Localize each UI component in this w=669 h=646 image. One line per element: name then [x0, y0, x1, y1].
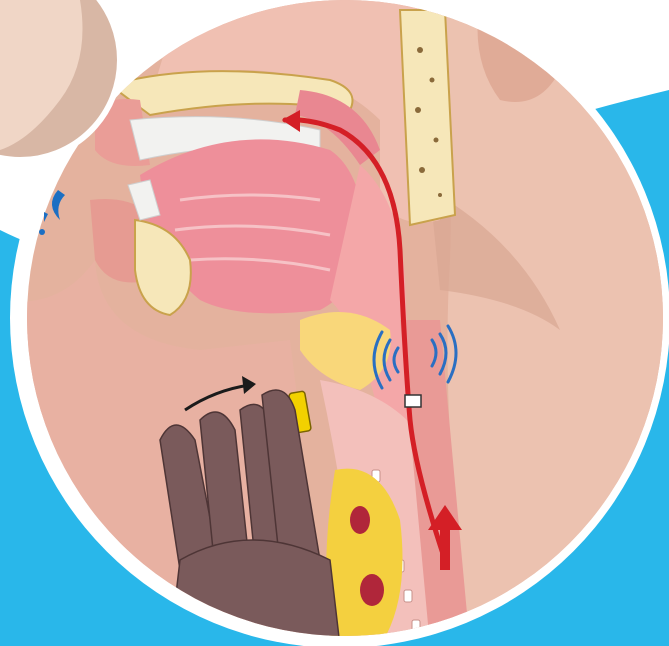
- spine-bone: [400, 10, 455, 225]
- valve-device: [405, 395, 421, 407]
